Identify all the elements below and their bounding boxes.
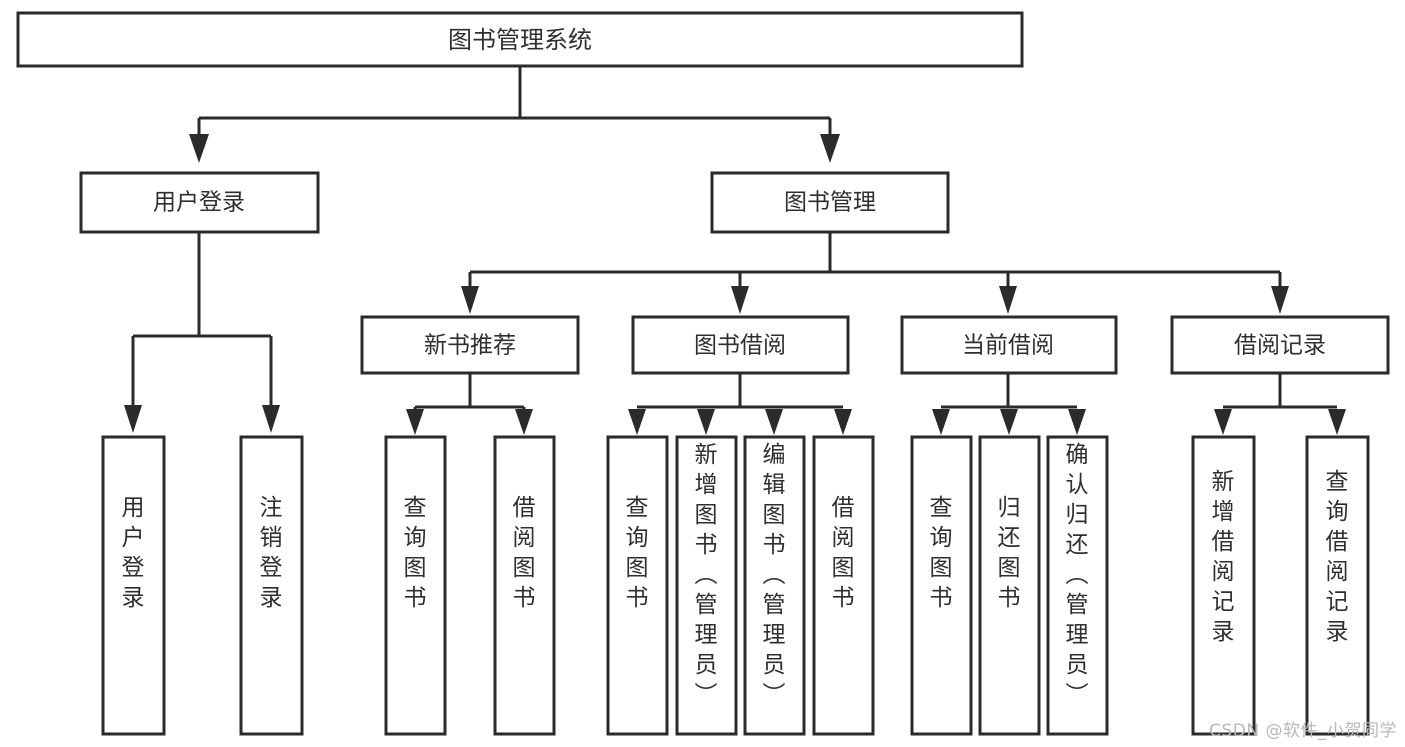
leaf-edit-book[interactable]: 编辑图书︵管理员︶: [743, 435, 806, 736]
node-current-borrow[interactable]: 当前借阅: [900, 315, 1118, 375]
arrow-current-borrow-leaf-2: [1000, 409, 1018, 435]
arrow-book-manage-child-3: [999, 286, 1017, 314]
node-book-manage-label: 图书管理: [784, 190, 876, 216]
leaf-query-record-label: 查询借阅记录: [1326, 469, 1349, 645]
leaf-query-book-3-label: 查询图书: [930, 495, 953, 611]
leaf-return-book-box[interactable]: [978, 435, 1041, 736]
leaf-borrow-book-1-label: 借阅图书: [513, 495, 536, 611]
leaf-return-book-label: 归还图书: [998, 495, 1021, 611]
arrow-book-manage-child-2: [731, 286, 749, 314]
node-user-login-label: 用户登录: [153, 190, 245, 216]
node-book-borrow[interactable]: 图书借阅: [631, 315, 850, 375]
leaf-query-book-3-box[interactable]: [910, 435, 973, 736]
arrow-new-book-leaf-2: [515, 409, 533, 435]
node-root[interactable]: 图书管理系统: [16, 11, 1024, 68]
arrow-book-manage-child-4: [1271, 286, 1289, 314]
arrow-current-borrow-leaf-1: [932, 409, 950, 435]
leaf-add-record[interactable]: 新增借阅记录: [1191, 435, 1256, 736]
arrow-borrow-record-leaf-1: [1214, 409, 1232, 435]
arrow-borrow-record-leaf-2: [1328, 409, 1346, 435]
node-new-book-recommend-box[interactable]: [360, 315, 580, 375]
node-borrow-record-box[interactable]: [1170, 315, 1390, 375]
node-root-label: 图书管理系统: [448, 26, 592, 54]
node-book-borrow-box[interactable]: [631, 315, 850, 375]
leaf-user-login-label: 用户登录: [122, 495, 145, 611]
node-new-book-recommend-label: 新书推荐: [424, 333, 516, 359]
leaf-return-book[interactable]: 归还图书: [978, 435, 1041, 736]
arrow-book-borrow-leaf-2: [697, 409, 715, 435]
leaf-confirm-return-label: 确认归还︵管理员︶: [1066, 442, 1089, 708]
leaf-query-book-2-box[interactable]: [606, 435, 669, 736]
arrow-root-to-book-manage: [820, 134, 840, 163]
leaf-add-book-box[interactable]: [675, 435, 738, 736]
node-user-login-box[interactable]: [79, 171, 320, 234]
leaf-query-book-1-label: 查询图书: [404, 495, 427, 611]
connector-layer: [124, 66, 1346, 435]
node-current-borrow-label: 当前借阅: [962, 333, 1054, 359]
leaf-query-book-2-label: 查询图书: [626, 495, 649, 611]
arrow-book-borrow-leaf-4: [834, 409, 852, 435]
leaf-logout-login-label: 注销登录: [260, 495, 283, 611]
arrow-current-borrow-leaf-3: [1068, 409, 1086, 435]
leaf-add-record-box[interactable]: [1191, 435, 1256, 736]
arrow-book-borrow-leaf-3: [765, 409, 783, 435]
leaf-query-book-1-box[interactable]: [384, 435, 447, 736]
leaf-logout-login[interactable]: 注销登录: [239, 435, 304, 736]
leaf-borrow-book-1[interactable]: 借阅图书: [493, 435, 556, 736]
arrow-user-login-leaf-2: [262, 405, 280, 433]
node-root-box[interactable]: [16, 11, 1024, 68]
leaf-edit-book-label: 编辑图书︵管理员︶: [763, 442, 786, 708]
arrow-new-book-leaf-1: [406, 409, 424, 435]
leaf-query-book-1[interactable]: 查询图书: [384, 435, 447, 736]
node-current-borrow-box[interactable]: [900, 315, 1118, 375]
arrow-book-borrow-leaf-1: [628, 409, 646, 435]
leaf-borrow-book-2-label: 借阅图书: [832, 495, 855, 611]
leaf-query-record[interactable]: 查询借阅记录: [1305, 435, 1370, 736]
leaf-add-record-label: 新增借阅记录: [1212, 469, 1235, 645]
leaf-query-book-2[interactable]: 查询图书: [606, 435, 669, 736]
leaf-borrow-book-2[interactable]: 借阅图书: [812, 435, 875, 736]
node-borrow-record-label: 借阅记录: [1234, 333, 1326, 359]
leaf-borrow-book-2-box[interactable]: [812, 435, 875, 736]
leaf-confirm-return-box[interactable]: [1046, 435, 1109, 736]
leaf-confirm-return[interactable]: 确认归还︵管理员︶: [1046, 435, 1109, 736]
node-book-manage[interactable]: 图书管理: [710, 171, 950, 234]
leaf-query-record-box[interactable]: [1305, 435, 1370, 736]
node-user-login[interactable]: 用户登录: [79, 171, 320, 234]
node-book-borrow-label: 图书借阅: [694, 333, 786, 359]
arrow-book-manage-child-1: [461, 286, 479, 314]
leaf-user-login[interactable]: 用户登录: [101, 435, 166, 736]
leaf-add-book[interactable]: 新增图书︵管理员︶: [675, 435, 738, 736]
arrow-root-to-user-login: [189, 134, 209, 163]
leaf-user-login-box[interactable]: [101, 435, 166, 736]
leaf-query-book-3[interactable]: 查询图书: [910, 435, 973, 736]
leaf-logout-login-box[interactable]: [239, 435, 304, 736]
node-book-manage-box[interactable]: [710, 171, 950, 234]
node-borrow-record[interactable]: 借阅记录: [1170, 315, 1390, 375]
arrow-user-login-leaf-1: [124, 405, 142, 433]
node-new-book-recommend[interactable]: 新书推荐: [360, 315, 580, 375]
leaf-borrow-book-1-box[interactable]: [493, 435, 556, 736]
leaf-edit-book-box[interactable]: [743, 435, 806, 736]
leaf-add-book-label: 新增图书︵管理员︶: [695, 442, 718, 708]
